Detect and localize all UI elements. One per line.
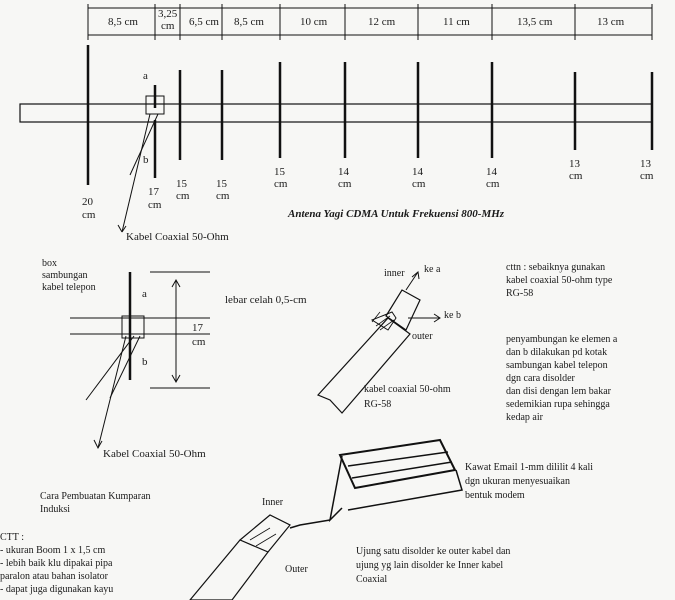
coil-title-1: Cara Pembuatan Kumparan [40, 491, 151, 502]
note-2-line2: dan b dilakukan pd kotak [506, 347, 608, 358]
element-length-8: 14 [486, 166, 497, 178]
coil-inner-label: Inner [262, 497, 284, 508]
coax-label-top: Kabel Coaxial 50-Ohm [126, 231, 229, 243]
element-length-2: 17 [148, 186, 159, 198]
coax-label-detail: Kabel Coaxial 50-Ohm [103, 448, 206, 460]
coax-type-2: RG-58 [364, 399, 392, 410]
box-label-1: box [42, 258, 57, 269]
element-unit-4: cm [216, 190, 230, 202]
note-2-line4: dgn cara disolder [506, 373, 575, 384]
element-unit-7: cm [412, 178, 426, 190]
element-length-3: 15 [176, 178, 187, 190]
element-unit-5: cm [274, 178, 288, 190]
coax-type-1: kabel coaxial 50-ohm [364, 384, 451, 395]
ctt-item-3: - dapat juga digunakan kayu [0, 584, 114, 595]
coil-note-3: bentuk modem [465, 490, 525, 501]
label-b-top: b [143, 154, 149, 166]
gap-width-label: lebar celah 0,5-cm [225, 294, 307, 306]
element-length-9: 13 [569, 158, 580, 170]
diagram-title: Antena Yagi CDMA Untuk Frekuensi 800-MHz [288, 208, 505, 220]
note-2-line3: sambungan kabel telepon [506, 360, 608, 371]
dim-label-2b: cm [161, 20, 175, 32]
box-label-2: sambungan [42, 270, 88, 281]
dim-label-9: 13 cm [597, 16, 625, 28]
box-label-3: kabel telepon [42, 282, 96, 293]
element-unit-6: cm [338, 178, 352, 190]
element-unit-3: cm [176, 190, 190, 202]
ctt-item-2b: paralon atau bahan isolator [0, 571, 109, 582]
coil-solder-3: Coaxial [356, 574, 388, 585]
note-2-line1: penyambungan ke elemen a [506, 334, 618, 345]
feed-box-detail [121, 315, 145, 339]
coil-title-2: Induksi [40, 504, 70, 515]
ctt-item-2a: - lebih baik klu dipakai pipa [0, 558, 113, 569]
dim-label-5: 10 cm [300, 16, 328, 28]
antenna-boom [19, 103, 653, 123]
dim-label-8: 13,5 cm [517, 16, 553, 28]
coil-solder-1: Ujung satu disolder ke outer kabel dan [356, 546, 511, 557]
coil-outer-label: Outer [285, 564, 308, 575]
note-2-line7: kedap air [506, 412, 543, 423]
coil-note-1: Kawat Email 1-mm dililit 4 kali [465, 462, 594, 473]
dimension-ticks [87, 4, 653, 40]
note-1-line1: cttn : sebaiknya gunakan [506, 262, 606, 273]
element-unit-9: cm [569, 170, 583, 182]
coil-note-2: dgn ukuran menyesuaikan [465, 476, 570, 487]
dim-label-7: 11 cm [443, 16, 470, 28]
inner-label: inner [384, 268, 405, 279]
element-unit-2: cm [148, 199, 162, 211]
element-length-4: 15 [216, 178, 227, 190]
element-unit-8: cm [486, 178, 500, 190]
dim-label-3: 6,5 cm [189, 16, 219, 28]
ctt-item-1: - ukuran Boom 1 x 1,5 cm [0, 545, 106, 556]
dim-label-4: 8,5 cm [234, 16, 264, 28]
outer-label: outer [412, 331, 433, 342]
ke-a-label: ke a [424, 264, 441, 275]
note-1-line2: kabel coaxial 50-ohm type [506, 275, 613, 286]
feed-box-top [145, 95, 165, 115]
note-1-line3: RG-58 [506, 288, 534, 299]
element-length-5: 15 [274, 166, 285, 178]
element-length-7: 14 [412, 166, 423, 178]
note-2-line5: dan disi dengan lem bakar [506, 386, 611, 397]
element-unit-10: cm [640, 170, 654, 182]
dim-label-1: 8,5 cm [108, 16, 138, 28]
label-a-top: a [143, 70, 148, 82]
ke-b-label: ke b [444, 310, 461, 321]
induction-coil [338, 438, 457, 490]
coax-cable-body [316, 317, 411, 414]
detail-unit: cm [192, 336, 206, 348]
ctt-heading: CTT : [0, 532, 24, 543]
element-length-10: 13 [640, 158, 651, 170]
dim-label-6: 12 cm [368, 16, 396, 28]
note-2-line6: sedemikian rupa sehingga [506, 399, 610, 410]
dim-label-2: 3,25 [158, 8, 178, 20]
detail-length: 17 [192, 322, 203, 334]
element-unit-1: cm [82, 209, 96, 221]
label-a-detail: a [142, 288, 147, 300]
label-b-detail: b [142, 356, 148, 368]
coil-solder-2: ujung yg lain disolder ke Inner kabel [356, 560, 504, 571]
element-length-1: 20 [82, 196, 93, 208]
element-length-6: 14 [338, 166, 349, 178]
